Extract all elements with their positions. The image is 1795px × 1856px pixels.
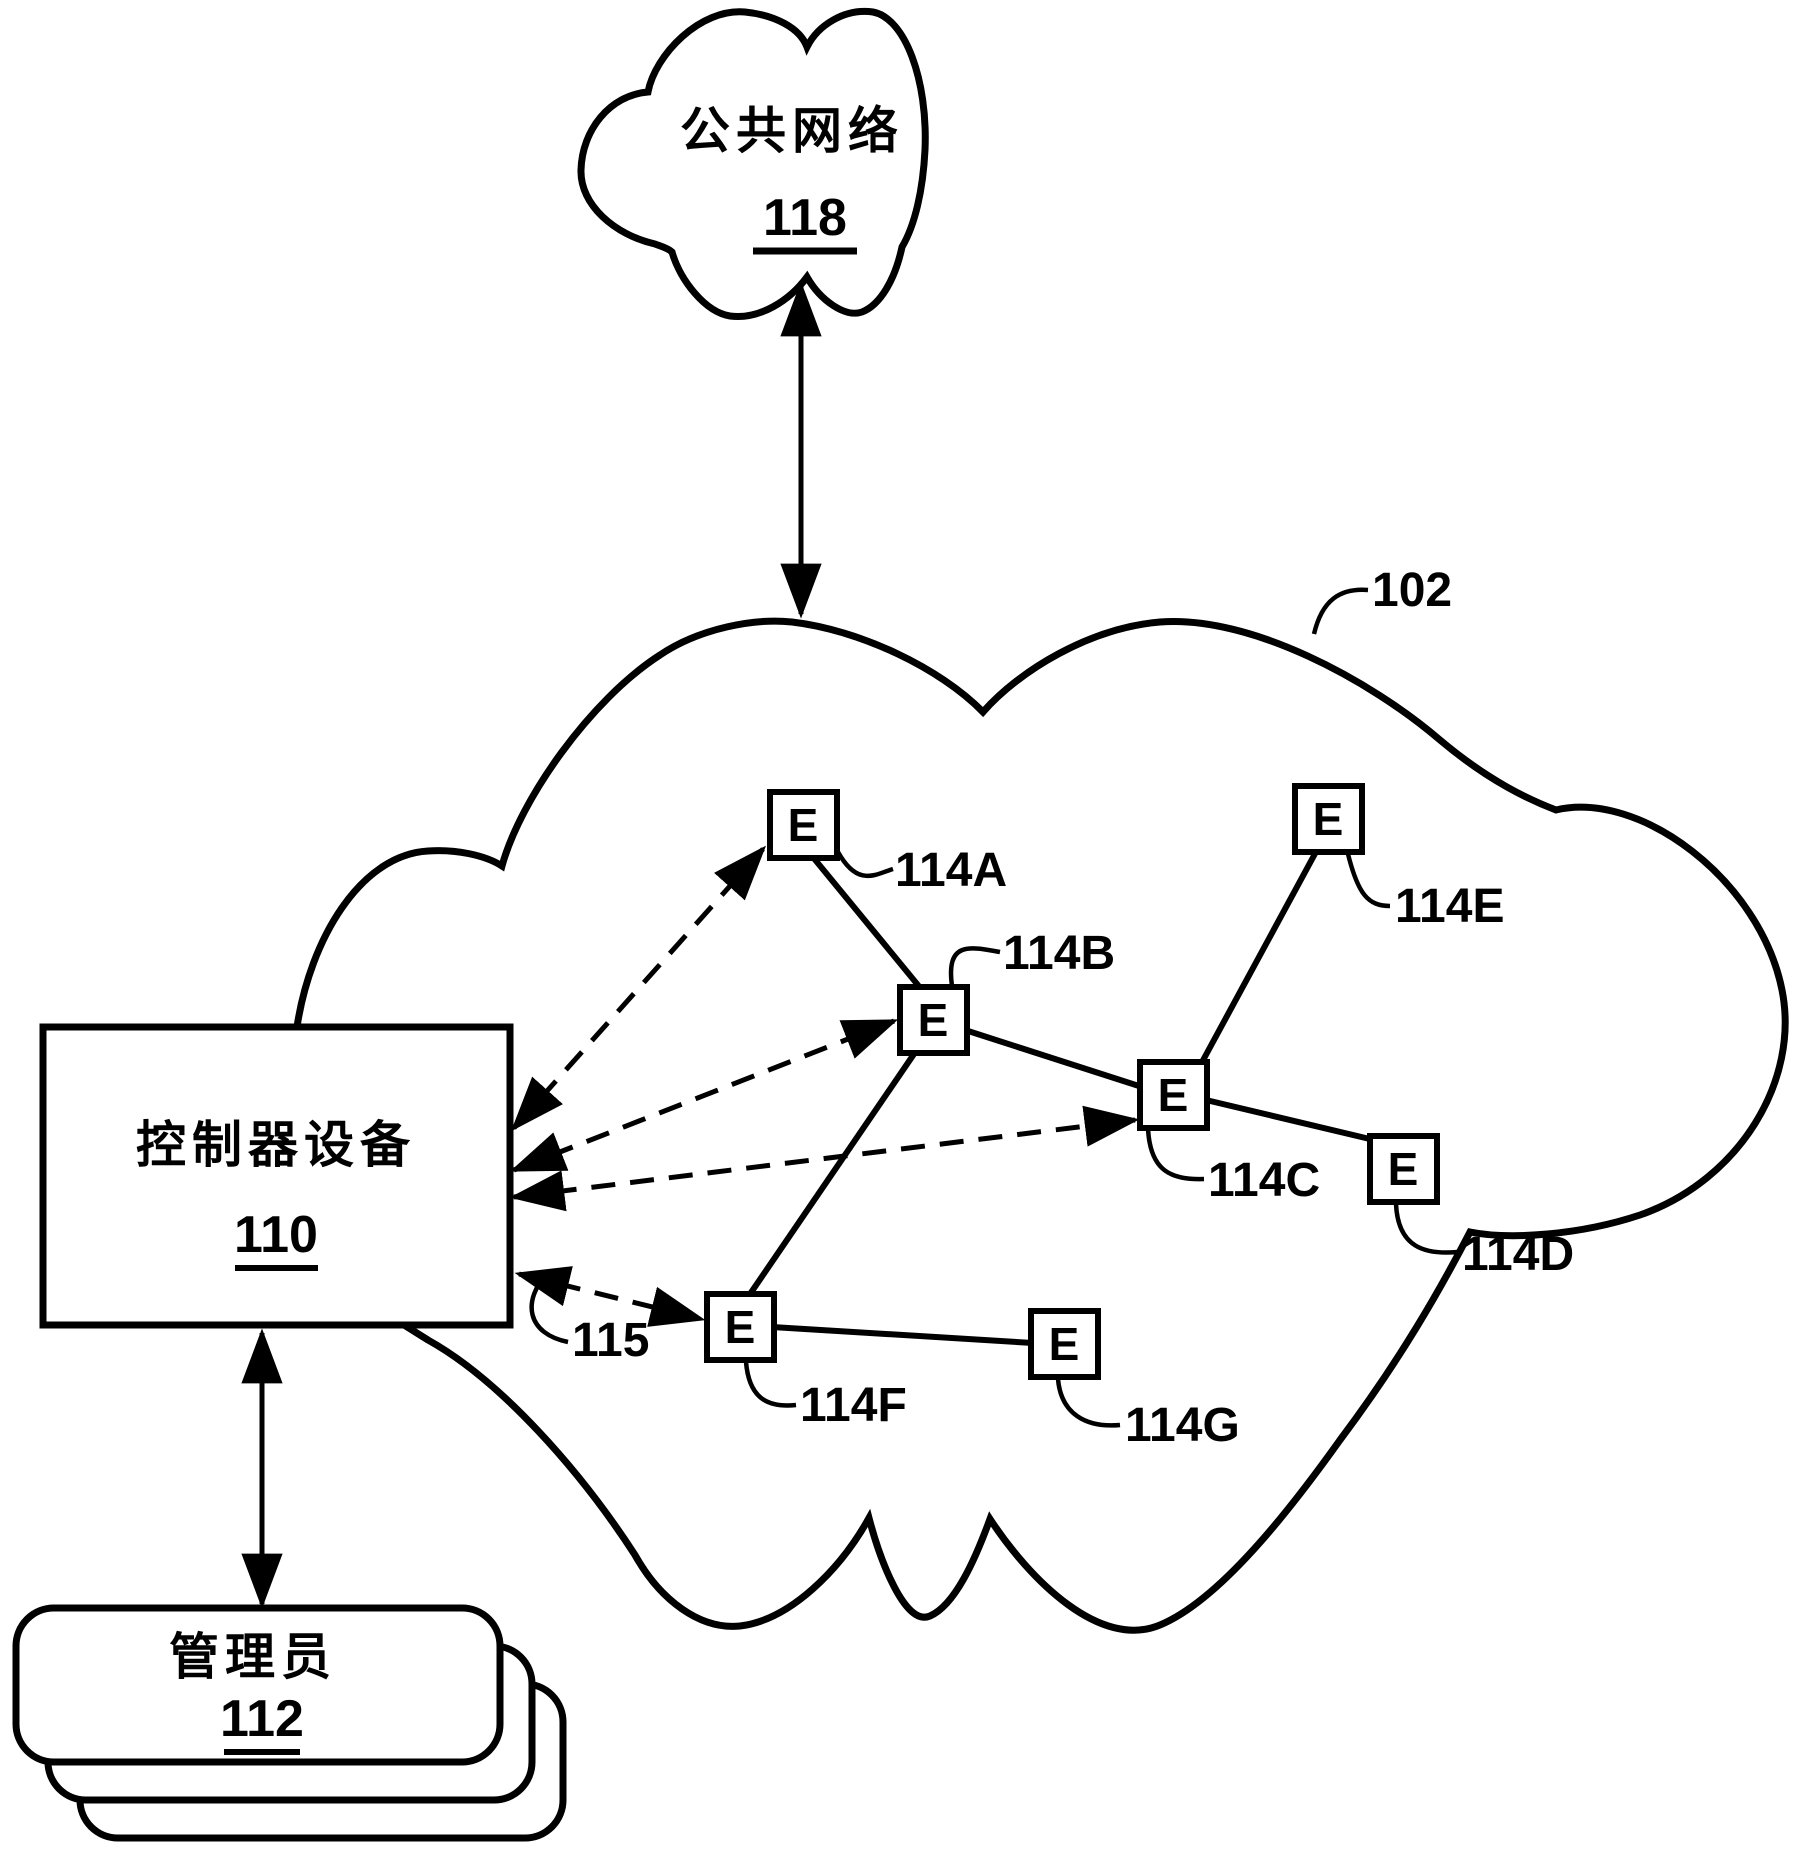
public-network-ref: 118	[763, 189, 847, 247]
node-114E-ref: 114E	[1395, 880, 1504, 933]
node-114B-box	[897, 984, 970, 1056]
node-114G-leader	[1055, 1378, 1121, 1428]
node-114F-box	[704, 1291, 777, 1363]
node-114D-box	[1367, 1133, 1440, 1205]
node-114A-letter: E	[788, 799, 819, 851]
node-114D-leader	[1393, 1203, 1459, 1255]
link-114A-114B	[809, 854, 925, 992]
node-114A: E 114A	[767, 789, 1007, 897]
admin-title: 管理员	[169, 1629, 337, 1685]
node-114D: E 114D	[1367, 1133, 1574, 1281]
session-controller-114C	[509, 1105, 1140, 1212]
managed-network-ref: 102	[1372, 564, 1452, 617]
link-114C-114E	[1198, 848, 1320, 1066]
link-114F-114G	[771, 1324, 1034, 1346]
session-controller-114B	[509, 1018, 899, 1173]
node-114D-letter: E	[1388, 1143, 1419, 1195]
node-114D-ref: 114D	[1462, 1228, 1574, 1281]
node-114E-leader	[1345, 853, 1391, 909]
node-114A-box	[767, 789, 840, 861]
network-elements: E 114A E 114B E 114C E 114D E 114E	[704, 783, 1574, 1452]
node-114E-letter: E	[1313, 793, 1344, 845]
node-114A-ref: 114A	[895, 844, 1007, 897]
controller-device-title: 控制器设备	[136, 1117, 416, 1173]
node-114F-leader	[743, 1361, 797, 1408]
managed-network-leader	[1311, 587, 1369, 635]
session-controller-114F	[514, 1266, 706, 1327]
node-114E: E 114E	[1292, 783, 1504, 933]
node-114G: E 114G	[1028, 1308, 1240, 1452]
node-114G-ref: 114G	[1125, 1399, 1240, 1452]
link-114C-114D	[1205, 1097, 1375, 1143]
node-114C-letter: E	[1158, 1069, 1189, 1121]
session-leader	[529, 1269, 569, 1345]
node-114B-leader	[948, 946, 1001, 987]
node-114C-ref: 114C	[1208, 1154, 1320, 1207]
node-114F: E 114F	[704, 1291, 907, 1432]
controller-device-ref: 110	[234, 1206, 318, 1264]
link-114B-114C	[964, 1027, 1143, 1090]
node-114A-leader	[836, 850, 894, 879]
admin-stack: 管理员 112	[12, 1604, 567, 1842]
control-sessions	[509, 845, 1140, 1327]
node-114G-box	[1028, 1308, 1101, 1380]
node-114B: E 114B	[897, 927, 1115, 1056]
node-114E-box	[1292, 783, 1365, 855]
node-114B-ref: 114B	[1003, 927, 1115, 980]
public-network-title: 公共网络	[680, 103, 904, 159]
controller-device-box	[39, 1023, 514, 1329]
node-114C-box	[1137, 1059, 1210, 1131]
node-114B-letter: E	[918, 994, 949, 1046]
public-network-cloud	[577, 7, 929, 320]
node-114G-letter: E	[1049, 1318, 1080, 1370]
node-114F-ref: 114F	[800, 1379, 907, 1432]
session-ref: 115	[572, 1314, 649, 1367]
admin-ref: 112	[220, 1690, 304, 1748]
node-114C: E 114C	[1137, 1059, 1320, 1207]
node-114C-leader	[1145, 1127, 1205, 1182]
node-114F-letter: E	[725, 1301, 756, 1353]
